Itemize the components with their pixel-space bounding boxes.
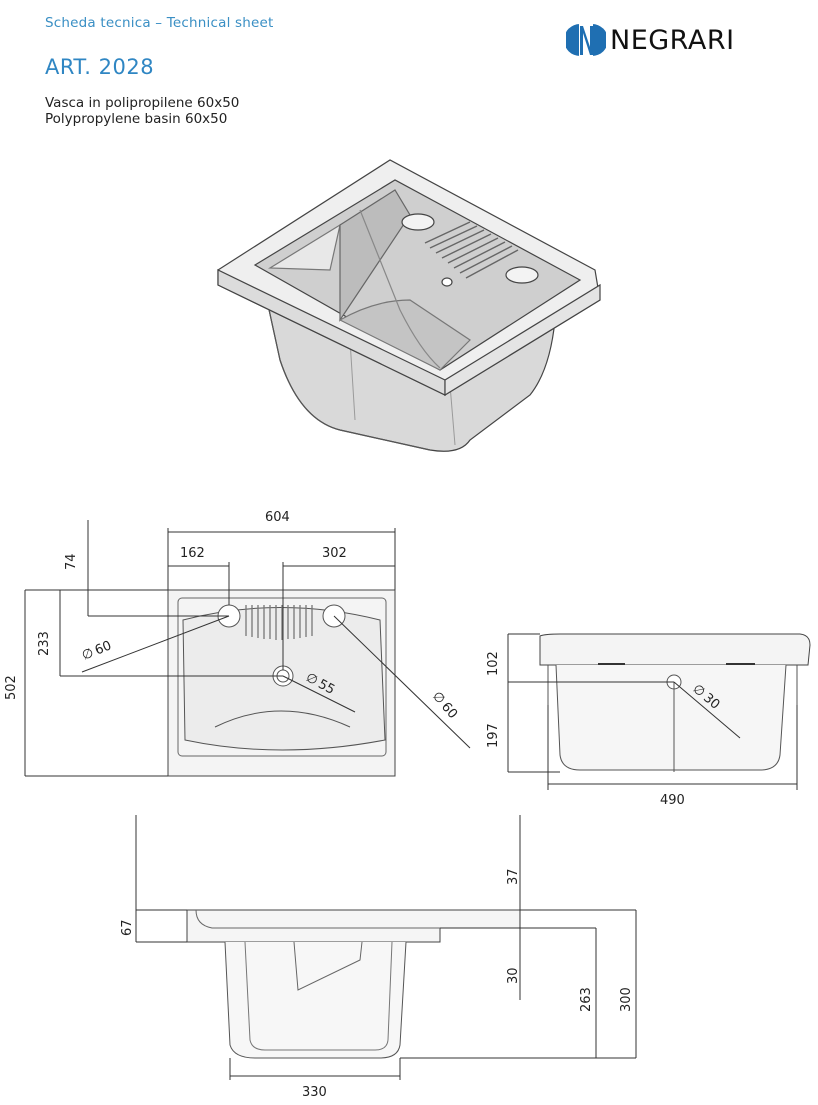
diameter-symbol: ∅ <box>80 646 96 664</box>
negrari-n-mark-icon <box>566 24 606 56</box>
dim-top-gap-37: 37 <box>506 868 521 885</box>
dim-hole-left-60: 60 <box>93 638 114 658</box>
article-title: ART. 2028 <box>45 55 155 79</box>
basin-3d-render <box>217 159 601 452</box>
brand-logo: NEGRARI <box>566 22 776 58</box>
dim-total-depth-300: 300 <box>619 987 634 1012</box>
description-english: Polypropylene basin 60x50 <box>45 111 228 127</box>
product-description: Vasca in polipropilene 60x50 Polypropyle… <box>45 95 239 127</box>
front-view-drawing <box>135 815 637 1080</box>
dim-drain-55: 55 <box>315 677 337 698</box>
dim-bottom-width-330: 330 <box>302 1085 327 1100</box>
dim-width-490: 490 <box>660 793 685 808</box>
dim-step-30: 30 <box>506 967 521 984</box>
dim-depth-502: 502 <box>4 675 19 700</box>
dim-left-162: 162 <box>180 546 205 561</box>
sheet-subtitle: Scheda tecnica – Technical sheet <box>45 15 274 31</box>
front-view-dimensions: 37 67 30 263 300 330 <box>120 868 634 1100</box>
dim-right-302: 302 <box>322 546 347 561</box>
dim-hole-233: 233 <box>37 631 52 656</box>
dim-body-197: 197 <box>486 723 501 748</box>
side-view-drawing <box>507 633 811 790</box>
dim-width-604: 604 <box>265 510 290 525</box>
dim-rim-67: 67 <box>120 919 135 936</box>
dim-top-74: 74 <box>64 553 79 570</box>
dim-inner-depth-263: 263 <box>579 987 594 1012</box>
dim-rim-102: 102 <box>486 651 501 676</box>
brand-name: NEGRARI <box>610 24 735 56</box>
description-italian: Vasca in polipropilene 60x50 <box>45 95 240 111</box>
top-view-drawing <box>24 520 471 777</box>
